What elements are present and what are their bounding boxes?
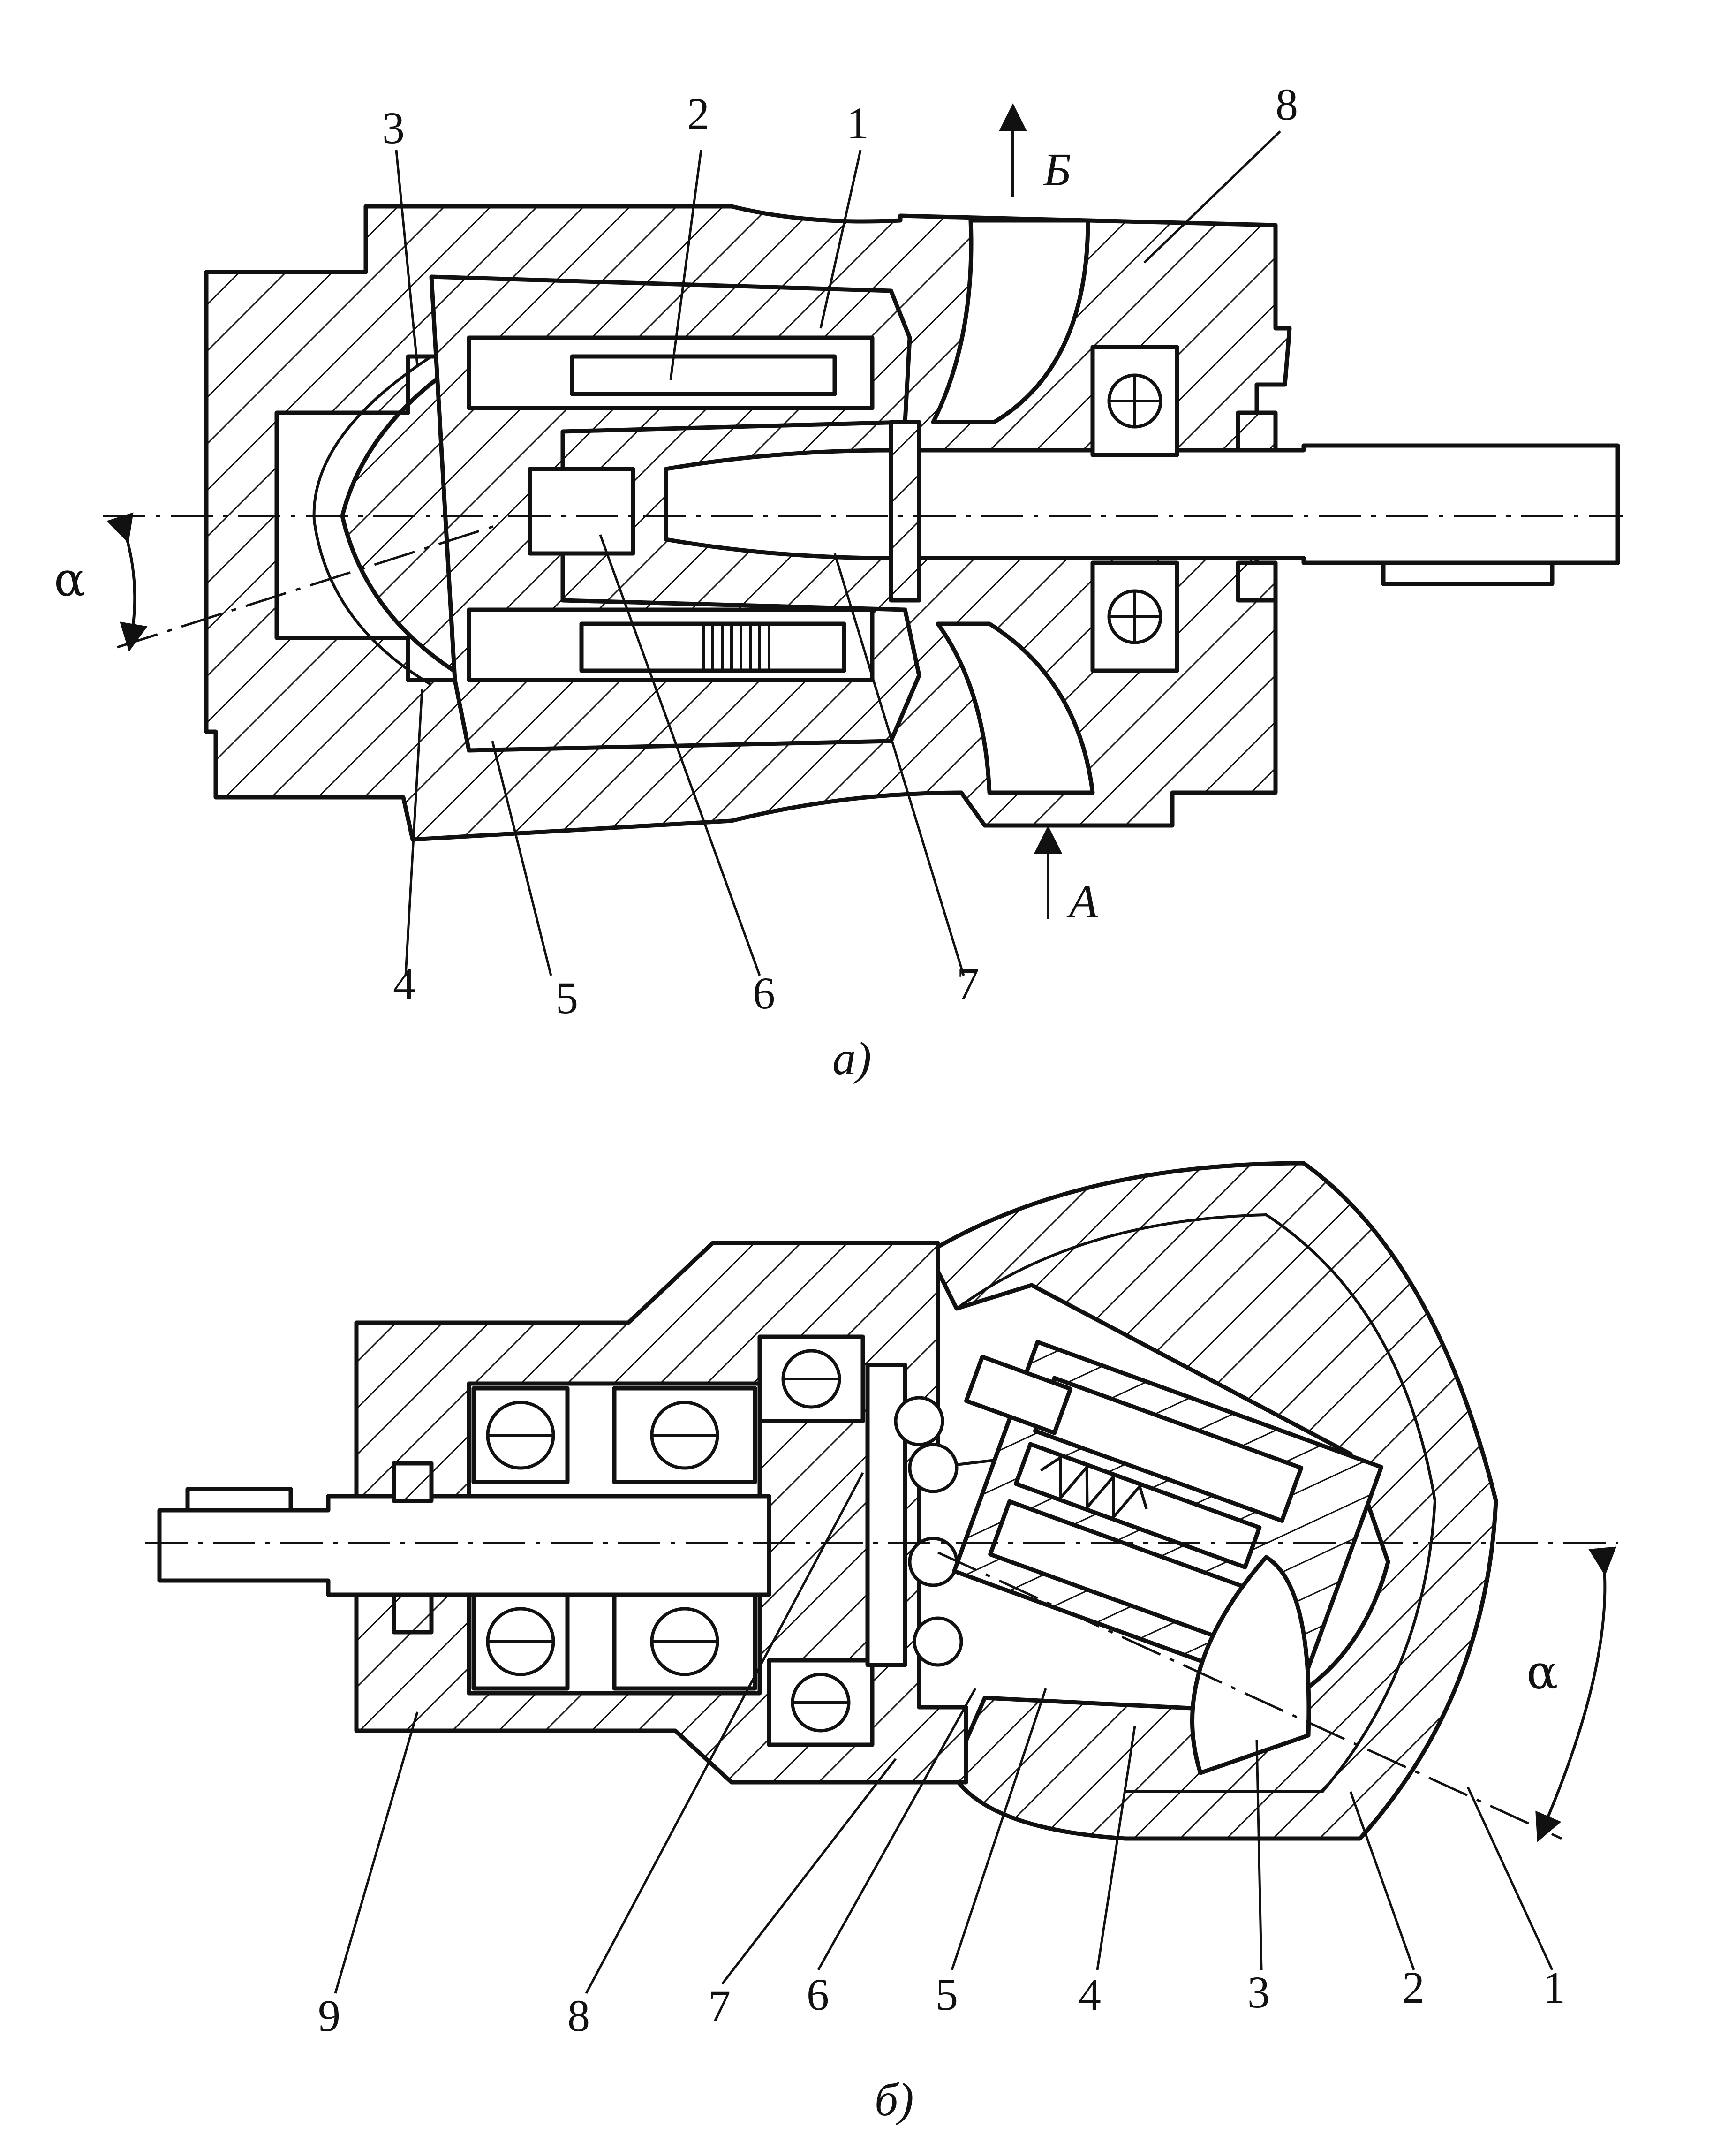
shaft-a bbox=[664, 443, 1620, 565]
angle-label-b: α bbox=[1526, 1645, 1558, 1700]
angle-arc-a bbox=[106, 512, 148, 652]
bearing-b-1 bbox=[471, 1386, 570, 1484]
bearing-b-4 bbox=[612, 1592, 757, 1691]
piston-ring-pack bbox=[702, 624, 770, 671]
bearing-b-3 bbox=[471, 1592, 570, 1691]
callout-b-8: 8 bbox=[567, 1991, 590, 2041]
figure-b-drawing bbox=[145, 1161, 1618, 1842]
figure-b-labels: 9 8 7 6 5 4 3 2 1 α б) bbox=[318, 1645, 1565, 2126]
callout-a-6: 6 bbox=[753, 968, 775, 1018]
figure-a-labels: 3 2 1 8 4 5 6 7 Б А α а) bbox=[54, 79, 1298, 1084]
shaft-seal-b-lower bbox=[392, 1592, 434, 1635]
shaft-seal-upper bbox=[1236, 410, 1278, 453]
inclined-cylinder-block bbox=[952, 1340, 1384, 1699]
callout-a-8: 8 bbox=[1276, 79, 1298, 129]
callout-b-9: 9 bbox=[318, 1991, 340, 2041]
connecting-rods bbox=[894, 1396, 1126, 1667]
callout-a-1: 1 bbox=[846, 98, 869, 148]
bearing-b-6 bbox=[767, 1658, 875, 1747]
outlet-port-label: Б bbox=[1042, 144, 1071, 196]
callout-a-5: 5 bbox=[556, 973, 578, 1023]
inclined-disk bbox=[312, 355, 432, 686]
figure-a-leaders bbox=[395, 130, 1281, 976]
callout-b-7: 7 bbox=[708, 1981, 731, 2031]
callout-b-6: 6 bbox=[807, 1969, 829, 2020]
callout-a-2: 2 bbox=[687, 89, 709, 139]
inlet-port-channel bbox=[936, 621, 1095, 795]
callout-b-2: 2 bbox=[1402, 1962, 1425, 2013]
shaft-key-b bbox=[185, 1487, 293, 1513]
bearing-b-2 bbox=[612, 1386, 757, 1484]
shaft-key-a bbox=[1381, 560, 1555, 586]
inlet-port-label: А bbox=[1066, 875, 1098, 927]
distributor-wedge bbox=[1190, 1555, 1311, 1775]
shaft-seal-b-upper bbox=[392, 1461, 434, 1503]
callout-b-3: 3 bbox=[1247, 1967, 1270, 2017]
angle-arc-b bbox=[1535, 1546, 1617, 1842]
bearing-a-lower bbox=[1090, 560, 1179, 673]
figure-b-leaders bbox=[334, 1472, 1554, 1994]
bearing-b-5 bbox=[757, 1334, 865, 1423]
shaft-b bbox=[157, 1494, 771, 1597]
callout-b-4: 4 bbox=[1079, 1969, 1101, 2020]
figure-a-drawing bbox=[103, 103, 1623, 919]
block-axis-line-b bbox=[937, 1551, 1562, 1840]
callout-a-7: 7 bbox=[957, 959, 979, 1009]
distributor-plate bbox=[889, 420, 921, 603]
spring-cup bbox=[528, 467, 635, 556]
piston-upper bbox=[570, 354, 837, 396]
figure-b-caption: б) bbox=[875, 2074, 914, 2126]
callout-a-3: 3 bbox=[382, 103, 405, 153]
shaft-seal-lower bbox=[1236, 560, 1278, 603]
casing-inner-wall bbox=[956, 1213, 1437, 1793]
callout-b-1: 1 bbox=[1543, 1962, 1565, 2013]
bearing-a-upper bbox=[1090, 345, 1179, 457]
callout-a-4: 4 bbox=[393, 959, 415, 1009]
callout-b-5: 5 bbox=[936, 1969, 958, 2020]
outlet-port-channel bbox=[931, 218, 1090, 424]
angle-label-a: α bbox=[54, 552, 86, 607]
figure-a-caption: а) bbox=[832, 1032, 871, 1084]
